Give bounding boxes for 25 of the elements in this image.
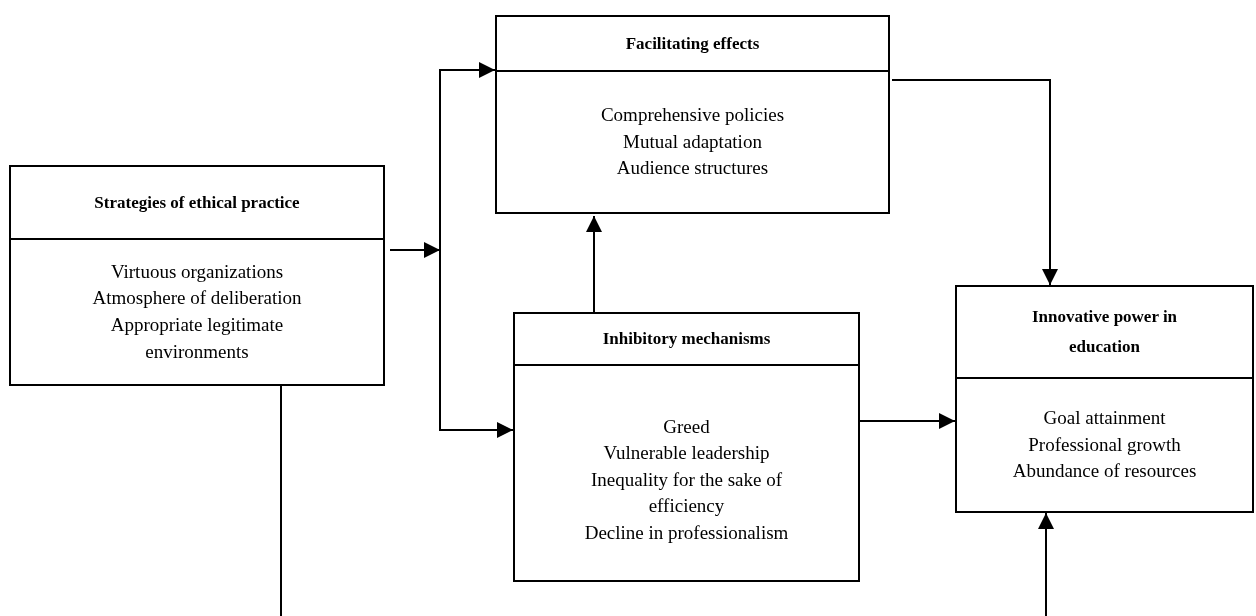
process-box: [9, 165, 385, 386]
process-box: [495, 15, 890, 214]
list-item: Appropriate legitimate environments: [109, 313, 285, 364]
arrow: [586, 215, 602, 313]
arrow: [891, 79, 1058, 286]
list-item: Comprehensive policies: [600, 103, 785, 128]
list-item: Inequality for the sake of efficiency: [590, 467, 783, 519]
process-box: [955, 285, 1254, 513]
list-item: Vulnerable leadership: [603, 441, 770, 466]
list-item: Decline in professionalism: [584, 520, 789, 545]
box-heading: Strategies of ethical practice: [94, 191, 300, 214]
list-item: Goal attainment: [1043, 406, 1166, 431]
process-box: [513, 312, 860, 582]
list-item: Atmosphere of deliberation: [92, 286, 302, 311]
list-item: Greed: [663, 414, 710, 439]
list-item: Audience structures: [616, 156, 769, 181]
arrow: [280, 385, 1054, 616]
list-item: Abundance of resources: [1012, 459, 1197, 484]
list-item: Mutual adaptation: [623, 129, 762, 154]
box-heading: Inhibitory mechanisms: [602, 328, 771, 351]
box-heading: Innovative power in education: [1030, 306, 1179, 358]
list-item: Virtuous organizations: [110, 259, 284, 284]
arrow: [859, 413, 956, 429]
list-item: Professional growth: [1028, 432, 1181, 457]
box-heading: Facilitating effects: [625, 32, 760, 55]
